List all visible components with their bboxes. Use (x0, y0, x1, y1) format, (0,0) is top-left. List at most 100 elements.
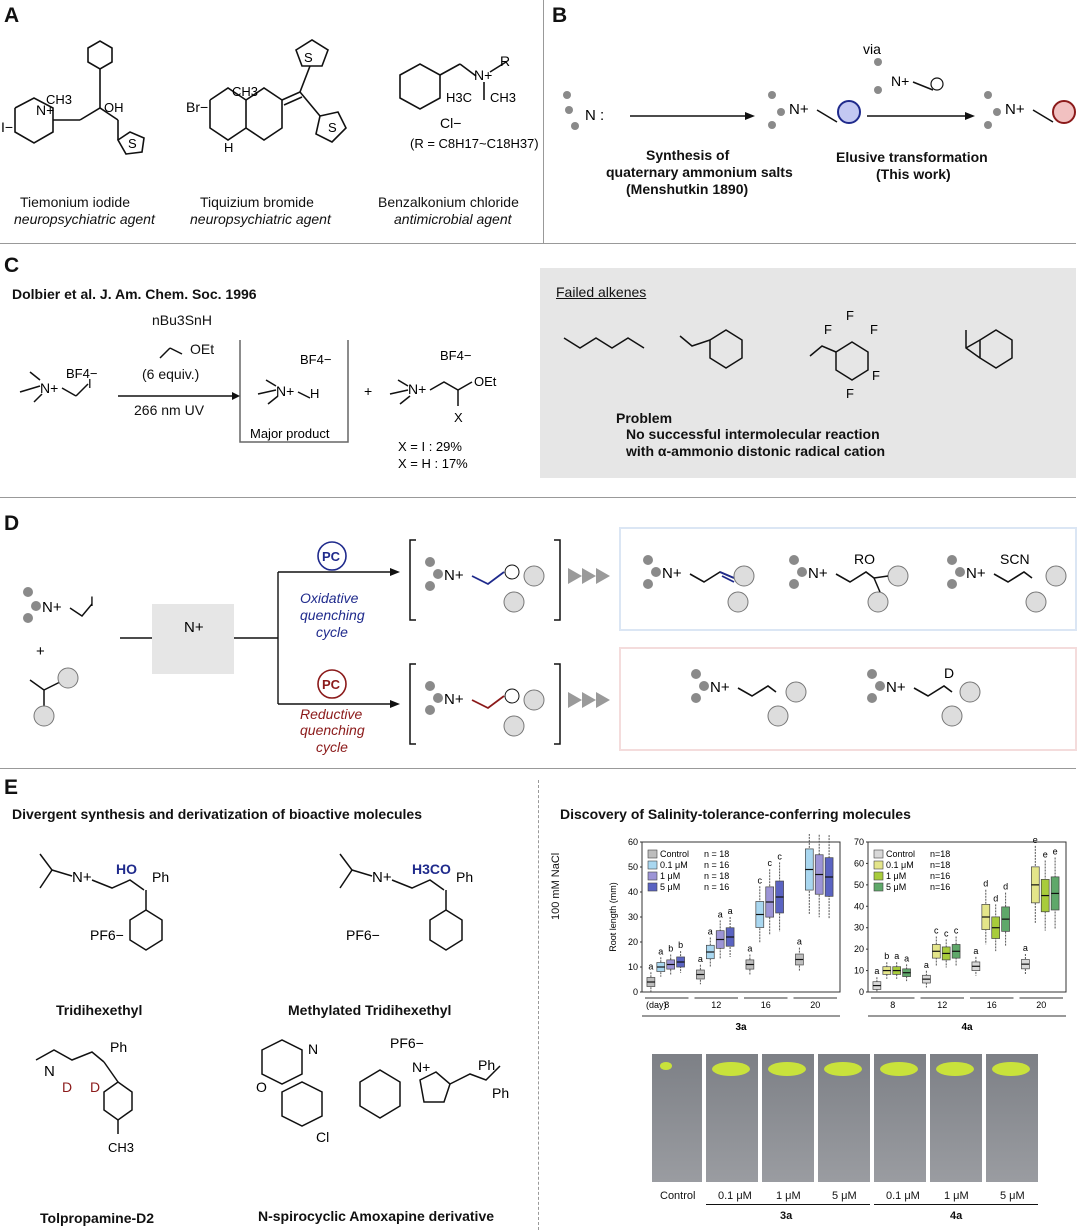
legend-label: 1 μM (886, 871, 906, 881)
x-tick-label: 16 (761, 1000, 771, 1010)
svg-text:N+: N+ (808, 565, 828, 582)
legend-n: n=16 (930, 882, 950, 892)
svg-text:N+: N+ (1005, 101, 1025, 118)
photo-label-3a-01: 0.1 μM (718, 1190, 752, 1202)
legend-label: 5 μM (886, 882, 906, 892)
significance-letter: b (678, 940, 683, 950)
svg-text:S: S (128, 136, 137, 151)
tiquizium-desc: neuropsychiatric agent (190, 211, 331, 227)
legend-label: 0.1 μM (660, 860, 688, 870)
y-tick-label: 30 (628, 912, 638, 922)
legend-label: 5 μM (660, 882, 680, 892)
b-left-caption-1: Synthesis of (646, 147, 730, 163)
significance-letter: a (1023, 943, 1028, 953)
y-tick-label: 40 (854, 901, 864, 911)
svg-text:PC: PC (322, 549, 341, 564)
photo-label-control: Control (660, 1190, 696, 1202)
significance-letter: c (954, 925, 959, 935)
svg-text:(R = C8H17~C18H37): (R = C8H17~C18H37) (410, 136, 539, 151)
significance-letter: b (884, 951, 889, 961)
x-tick-label: 12 (711, 1000, 721, 1010)
svg-text:N :: N : (585, 107, 604, 124)
y-tick-label: 60 (854, 858, 864, 868)
svg-text:N+: N+ (408, 381, 426, 397)
y-tick-label: 0 (633, 987, 638, 997)
significance-letter: c (944, 928, 949, 938)
y-tick-label: 0 (859, 987, 864, 997)
svg-text:N+: N+ (710, 679, 730, 696)
svg-text:CH3: CH3 (108, 1140, 134, 1155)
e-mol4-name: N-spirocyclic Amoxapine derivative (258, 1208, 495, 1224)
compound-label: 4a (961, 1022, 973, 1033)
b-left-caption-3: (Menshutkin 1890) (626, 181, 749, 197)
svg-text:CH3: CH3 (490, 90, 516, 105)
y-tick-label: 70 (854, 837, 864, 847)
svg-text:I: I (88, 376, 92, 391)
svg-text:H: H (310, 386, 319, 401)
y-tick-label: 10 (628, 962, 638, 972)
legend-n: n=16 (930, 871, 950, 881)
tiemonium-counterion: I− (1, 119, 13, 135)
significance-letter: d (983, 879, 988, 889)
e-right-title: Discovery of Salinity-tolerance-conferri… (560, 806, 911, 822)
significance-letter: a (728, 906, 733, 916)
tiemonium-desc: neuropsychiatric agent (14, 211, 155, 227)
y-tick-label: 20 (854, 944, 864, 954)
y-tick-label: 50 (628, 862, 638, 872)
photo-control (652, 1054, 702, 1182)
c-reagent-1: nBu3SnH (152, 312, 212, 328)
svg-text:N+: N+ (966, 565, 986, 582)
failed-alkenes-box (540, 268, 1076, 478)
benzalkonium-desc: antimicrobial agent (394, 211, 512, 227)
significance-letter: c (934, 925, 939, 935)
svg-text:I: I (90, 593, 94, 609)
svg-text:HO: HO (116, 861, 137, 877)
failed-alkenes-title: Failed alkenes (556, 284, 647, 300)
legend-label: Control (886, 849, 915, 859)
significance-letter: a (894, 951, 899, 961)
svg-text:BF4−: BF4− (300, 352, 331, 367)
svg-text:Cl−: Cl− (440, 115, 461, 131)
significance-letter: c (758, 875, 763, 885)
legend-swatch (647, 860, 658, 870)
svg-text:N+: N+ (444, 691, 464, 708)
x-axis-label: (day) (646, 1000, 667, 1010)
chart-frame (867, 841, 1067, 993)
y-tick-label: 40 (628, 887, 638, 897)
x-tick-label: 8 (664, 1000, 669, 1010)
svg-text:N+: N+ (36, 102, 54, 118)
e-mol3-name: Tolpropamine-D2 (40, 1210, 155, 1226)
svg-text:D: D (90, 1079, 100, 1095)
svg-text:OEt: OEt (474, 374, 497, 389)
svg-text:F: F (846, 386, 854, 400)
panel-label-d: D (4, 512, 20, 535)
svg-text:PF6−: PF6− (90, 927, 124, 943)
legend-n: n = 16 (704, 882, 729, 892)
e-left-structures: N+ HO Ph PF6− N+ H3CO Ph PF6− N Ph D D C… (35, 853, 509, 1155)
svg-text:F: F (846, 308, 854, 323)
e-mol2-name: Methylated Tridihexethyl (288, 1002, 452, 1018)
significance-letter: a (797, 937, 802, 947)
svg-text:N+: N+ (184, 619, 204, 636)
y-tick-label: 50 (854, 880, 864, 890)
svg-text:N+: N+ (42, 599, 62, 616)
svg-text:D: D (944, 665, 954, 681)
d-oxidative-2: quenching (300, 607, 365, 623)
panel-label-c: C (4, 254, 20, 277)
svg-text:H: H (224, 140, 233, 155)
x-tick-label: 16 (987, 1000, 997, 1010)
svg-text:N+: N+ (276, 383, 294, 399)
b-right-caption-2: (This work) (876, 166, 951, 182)
significance-letter: a (973, 946, 978, 956)
nacl-label: 100 mM NaCl (550, 852, 562, 920)
svg-text:N+: N+ (372, 869, 392, 886)
svg-text:X: X (454, 410, 463, 425)
significance-letter: c (767, 858, 772, 868)
d-oxidative-3: cycle (316, 624, 348, 640)
svg-text:N+: N+ (789, 101, 809, 118)
svg-text:Ph: Ph (456, 869, 473, 885)
legend-label: Control (660, 849, 689, 859)
significance-letter: a (874, 966, 879, 976)
svg-text:R: R (500, 53, 510, 69)
svg-text:OH: OH (104, 100, 124, 115)
